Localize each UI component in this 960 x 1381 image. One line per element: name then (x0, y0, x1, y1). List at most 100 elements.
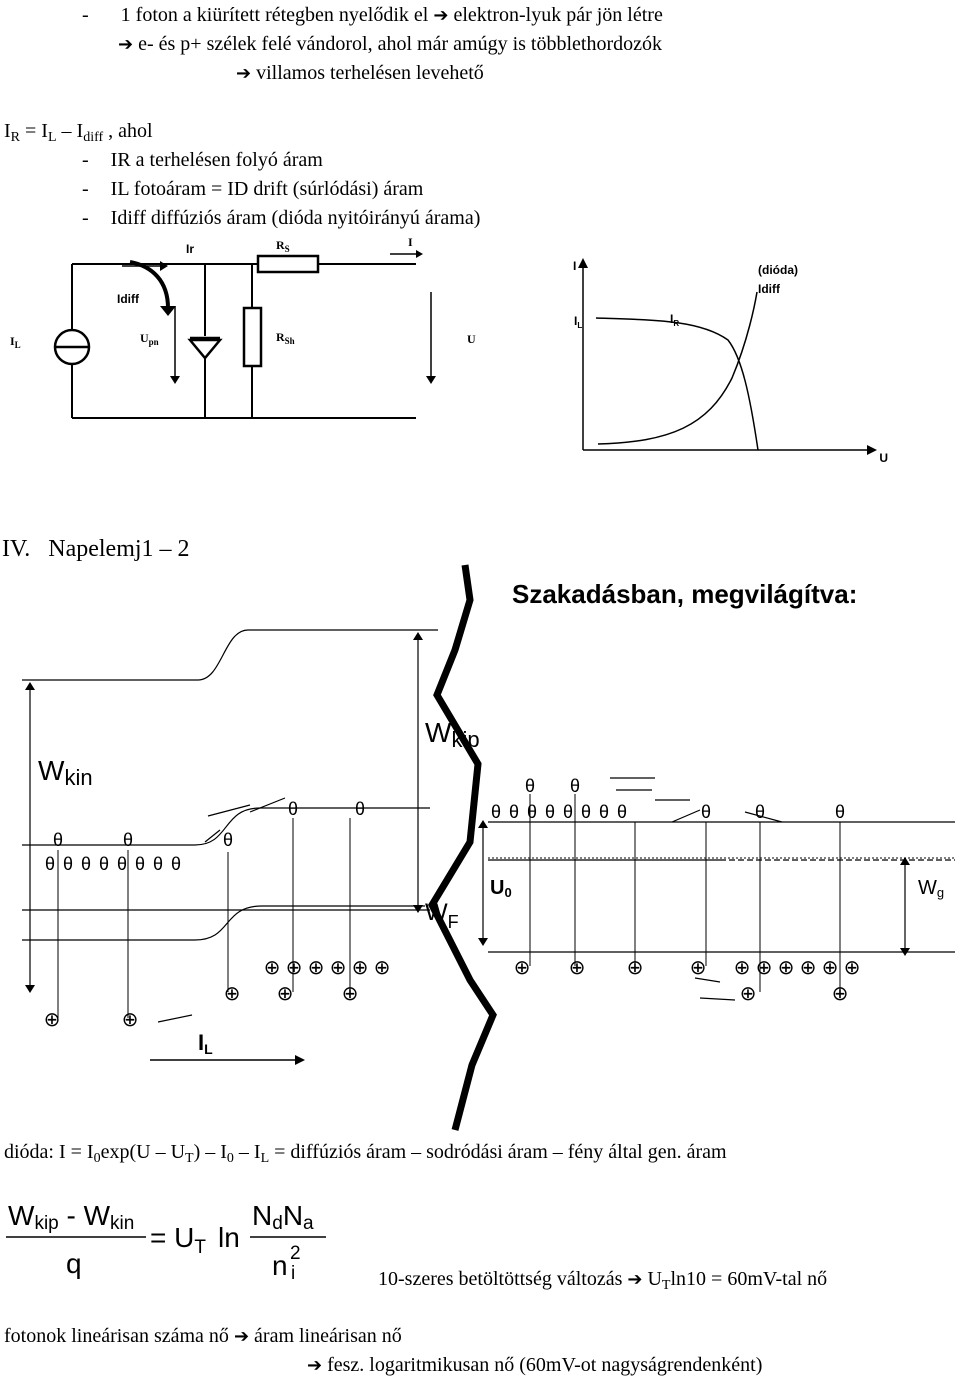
intro-line-3: ➔ villamos terhelésen levehető (236, 61, 484, 86)
electron: θ (45, 854, 55, 874)
intro-line-2: ➔ e- és p+ szélek felé vándorol, ahol má… (118, 32, 662, 57)
electron: θ (491, 802, 501, 822)
diode-label: (dióda) (758, 263, 798, 277)
u-label: U (467, 332, 476, 346)
current-formula: IR = IL – Idiff , ahol (4, 119, 153, 150)
bullet-item: -IL fotoáram = ID drift (súrlódási) áram (82, 177, 423, 201)
electron: θ (527, 802, 537, 822)
hole: ⊕ (756, 957, 773, 979)
rsh-label: RSh (276, 330, 295, 346)
hole: ⊕ (844, 957, 861, 979)
section-heading: IV. Napelemj1 – 2 (2, 536, 190, 562)
hole: ⊕ (569, 957, 586, 979)
photons-text: áram lineárisan nő (254, 1325, 402, 1347)
ir-curve (595, 317, 759, 451)
eq-part: – I (233, 1141, 261, 1163)
svg-text:q: q (66, 1248, 82, 1279)
solar-cell-circuit: Ir RS I Idiff IL Upn RSh U (10, 236, 476, 419)
intro-text: e- és p+ szélek felé vándorol, ahol már … (138, 33, 662, 55)
wf-label: WF (425, 899, 459, 932)
hole: ⊕ (690, 957, 707, 979)
diode-equation: dióda: I = I0exp(U – UT) – I0 – IL = dif… (4, 1140, 727, 1171)
electron: θ (63, 854, 73, 874)
il-current-label: IL (198, 1030, 213, 1057)
right-arrow-icon: ➔ (627, 1269, 643, 1290)
dash: - (82, 207, 89, 229)
right-arrow-icon: ➔ (307, 1355, 323, 1376)
hole: ⊕ (308, 957, 325, 979)
electron: θ (525, 776, 535, 796)
wkip-label: Wkip (425, 717, 480, 752)
svg-text:n: n (272, 1250, 288, 1281)
wkin-label: Wkin (38, 755, 93, 790)
bullet-item: -Idiff diffúziós áram (dióda nyitóirányú… (82, 206, 480, 230)
band-diagram: Szakadásban, megvilágítva: Wkin Wkip (22, 564, 955, 1131)
note-sub: T (661, 1278, 671, 1293)
svg-text:NdNa: NdNa (252, 1200, 314, 1234)
upn-label: Upn (140, 331, 159, 347)
photons-text: fesz. logaritmikusan nő (60mV-ot nagyság… (327, 1354, 763, 1376)
svg-text:= UT: = UT (150, 1222, 206, 1258)
eq-part: dióda: I = I (4, 1141, 94, 1163)
il-plot-label: IL (574, 314, 582, 330)
electron: θ (99, 854, 109, 874)
right-arrow-icon: ➔ (233, 1326, 250, 1347)
formula-sub-diff: diff (83, 130, 104, 145)
contact-potential-formula: Wkip - Wkin q = UT ln NdNa n 2 i (6, 1200, 326, 1284)
electron: θ (153, 854, 163, 874)
band-diagram-title: Szakadásban, megvilágítva: (512, 579, 857, 609)
ten-fold-note: 10-szeres betöltöttség változás ➔ UTln10… (378, 1267, 827, 1298)
hole: ⊕ (264, 957, 281, 979)
wg-label: Wg (918, 877, 944, 900)
u0-label: U0 (490, 877, 512, 900)
hole: ⊕ (832, 983, 849, 1005)
break-line (428, 564, 497, 1131)
photons-line-1: fotonok lineárisan száma nő ➔ áram lineá… (4, 1324, 402, 1349)
formula-sub-r: R (10, 130, 21, 145)
intro-text-b: elektron-lyuk pár jön létre (453, 4, 663, 26)
photons-text: fotonok lineárisan száma nő (4, 1325, 229, 1347)
hole: ⊕ (44, 1009, 61, 1031)
dash: - (82, 4, 89, 26)
il-label: IL (10, 334, 21, 350)
hole: ⊕ (740, 983, 757, 1005)
electron: θ (135, 854, 145, 874)
electron: θ (581, 802, 591, 822)
intro-text: villamos terhelésen levehető (256, 62, 484, 84)
eq-sub: L (260, 1151, 270, 1166)
right-arrow-icon: ➔ (433, 5, 449, 26)
ir-label: Ir (186, 242, 194, 256)
svg-text:ln: ln (218, 1222, 240, 1253)
intro-text-a: 1 foton a kiürített rétegben nyelődik el (120, 4, 429, 26)
right-arrow-icon: ➔ (236, 63, 252, 84)
electron: θ (288, 799, 298, 819)
bullet-item: -IR a terhelésen folyó áram (82, 148, 323, 172)
electron: θ (599, 802, 609, 822)
electron: θ (223, 830, 233, 850)
formula-tail: , ahol (103, 120, 153, 142)
eq-part: ) – I (193, 1141, 227, 1163)
hole: ⊕ (224, 983, 241, 1005)
eq-part: exp(U – U (100, 1141, 186, 1163)
svg-text:Wkip - Wkin: Wkip - Wkin (8, 1200, 134, 1234)
rs-label: RS (276, 238, 290, 254)
hole: ⊕ (374, 957, 391, 979)
svg-text:2: 2 (290, 1243, 301, 1264)
iv-characteristic-plot: I U IL IR (dióda) Idiff (573, 258, 888, 465)
right-arrow-icon: ➔ (118, 34, 134, 55)
electron: θ (545, 802, 555, 822)
electron: θ (570, 776, 580, 796)
hole: ⊕ (122, 1009, 139, 1031)
eq-part: = diffúziós áram – sodródási áram – fény… (269, 1141, 727, 1163)
idiff-curve (597, 291, 758, 445)
electron: θ (835, 802, 845, 822)
formula-i: I (4, 120, 11, 142)
svg-text:i: i (291, 1263, 295, 1284)
electron: θ (355, 799, 365, 819)
hole: ⊕ (330, 957, 347, 979)
hole: ⊕ (286, 957, 303, 979)
intro-line-1: - 1 foton a kiürített rétegben nyelődik … (82, 3, 663, 28)
hole: ⊕ (822, 957, 839, 979)
formula-sub-l: L (47, 130, 57, 145)
hole: ⊕ (342, 983, 359, 1005)
